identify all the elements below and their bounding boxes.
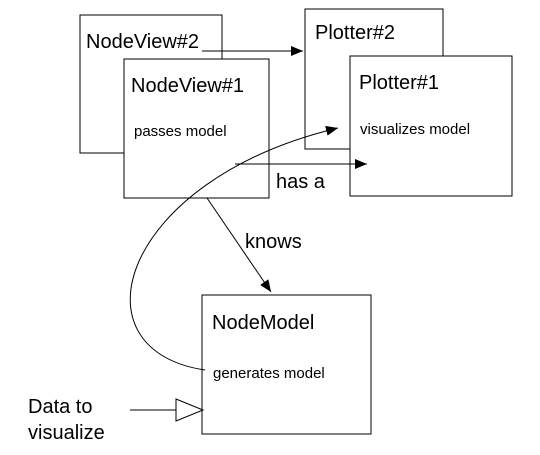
input-label-line1: Data to bbox=[28, 396, 92, 418]
knows-arrow bbox=[206, 197, 272, 293]
nodeview1-title: NodeView#1 bbox=[131, 75, 244, 97]
plotter1-subtitle: visualizes model bbox=[360, 121, 470, 138]
input-arrowhead bbox=[175, 398, 205, 422]
model-pass-curve bbox=[129, 125, 339, 371]
nodeview1-subtitle: passes model bbox=[134, 123, 227, 140]
input-label-line2: visualize bbox=[28, 422, 105, 444]
has-a-label: has a bbox=[276, 171, 326, 193]
nodemodel-subtitle: generates model bbox=[213, 365, 325, 382]
knows-label: knows bbox=[245, 231, 302, 253]
nodeview2-title: NodeView#2 bbox=[86, 31, 199, 53]
nodemodel-box bbox=[201, 294, 372, 435]
plotter1-box bbox=[349, 55, 513, 197]
plotter2-title: Plotter#2 bbox=[315, 22, 395, 44]
nodemodel-title: NodeModel bbox=[212, 312, 314, 334]
plotter1-title: Plotter#1 bbox=[359, 72, 439, 94]
nodeview1-box bbox=[123, 58, 270, 199]
